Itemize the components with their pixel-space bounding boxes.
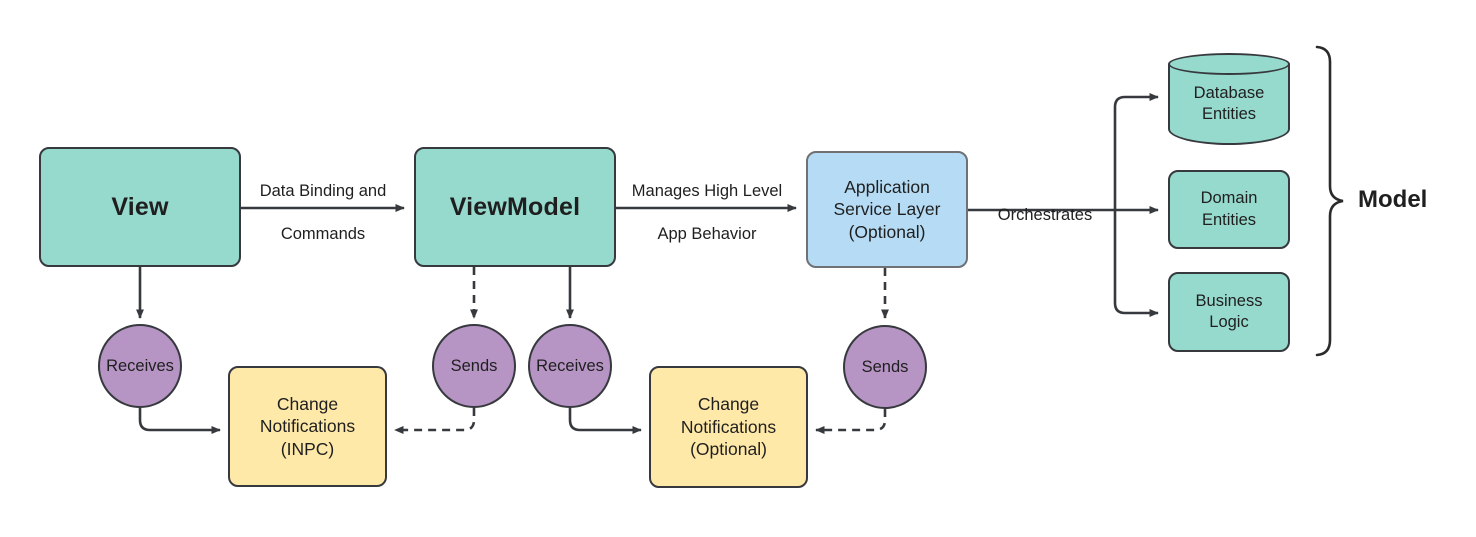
edge-label-manages-line2: App Behavior	[657, 225, 757, 244]
change-notifications-optional-line3: (Optional)	[690, 439, 767, 460]
node-viewmodel-label: ViewModel	[449, 193, 581, 221]
edge-label-data-binding-and-commands: Data Binding and Commands	[258, 160, 388, 267]
edge-label-manages-high-level-app-behavior: Manages High Level App Behavior	[627, 160, 787, 267]
edge-label-manages-line1: Manages High Level	[631, 182, 783, 201]
business-logic-line1: Business	[1195, 291, 1263, 310]
model-group-label: Model	[1358, 186, 1427, 214]
circle-view-receives[interactable]: Receives	[98, 324, 182, 408]
edge-label-data-binding-line2: Commands	[280, 225, 366, 244]
edge-receives-to-inpc	[138, 408, 221, 434]
edge-branch-to-business-logic	[1113, 210, 1159, 317]
edge-receives-to-optional-notifications	[568, 408, 642, 434]
database-entities-line2: Entities	[1201, 105, 1257, 123]
node-database-entities[interactable]: Database Entities	[1168, 53, 1290, 145]
circle-viewmodel-receives-label: Receives	[536, 356, 604, 375]
model-brace	[1315, 45, 1344, 357]
circle-viewmodel-receives[interactable]: Receives	[528, 324, 612, 408]
edge-label-orchestrates: Orchestrates	[989, 184, 1101, 248]
database-cylinder-top	[1168, 53, 1290, 75]
node-business-logic[interactable]: Business Logic	[1168, 272, 1290, 352]
node-domain-entities[interactable]: Domain Entities	[1168, 170, 1290, 249]
change-notifications-optional-line1: Change	[697, 394, 760, 415]
business-logic-line2: Logic	[1209, 313, 1249, 331]
circle-service-sends[interactable]: Sends	[843, 325, 927, 409]
model-group-label-text: Model	[1358, 186, 1428, 213]
edge-sends-to-inpc	[394, 408, 476, 434]
node-change-notifications-optional[interactable]: Change Notifications (Optional)	[649, 366, 808, 488]
edge-sends-to-optional-notifications	[815, 409, 887, 434]
domain-entities-line1: Domain	[1200, 189, 1258, 208]
application-service-layer-label-line2: Service Layer	[833, 199, 941, 220]
circle-service-sends-label: Sends	[861, 357, 909, 376]
application-service-layer-label-line3: (Optional)	[848, 221, 926, 242]
node-application-service-layer[interactable]: Application Service Layer (Optional)	[806, 151, 968, 268]
database-entities-label: Database Entities	[1168, 53, 1290, 145]
node-change-notifications-inpc[interactable]: Change Notifications (INPC)	[228, 366, 387, 487]
change-notifications-optional-line2: Notifications	[680, 416, 777, 437]
node-view[interactable]: View	[39, 147, 241, 267]
change-notifications-inpc-line1: Change	[276, 393, 339, 414]
change-notifications-inpc-line3: (INPC)	[280, 438, 335, 459]
database-entities-line1: Database	[1193, 83, 1265, 102]
domain-entities-line2: Entities	[1201, 210, 1257, 229]
database-cylinder-body	[1168, 64, 1290, 145]
circle-viewmodel-sends-label: Sends	[450, 356, 498, 375]
node-viewmodel[interactable]: ViewModel	[414, 147, 616, 267]
edge-branch-to-database-entities	[1113, 93, 1159, 210]
node-view-label: View	[111, 193, 169, 221]
edge-label-orchestrates-text: Orchestrates	[997, 206, 1093, 225]
application-service-layer-label-line1: Application	[844, 176, 930, 197]
circle-view-receives-label: Receives	[106, 356, 174, 375]
edge-label-data-binding-line1: Data Binding and	[259, 182, 387, 201]
circle-viewmodel-sends[interactable]: Sends	[432, 324, 516, 408]
change-notifications-inpc-line2: Notifications	[259, 416, 356, 437]
